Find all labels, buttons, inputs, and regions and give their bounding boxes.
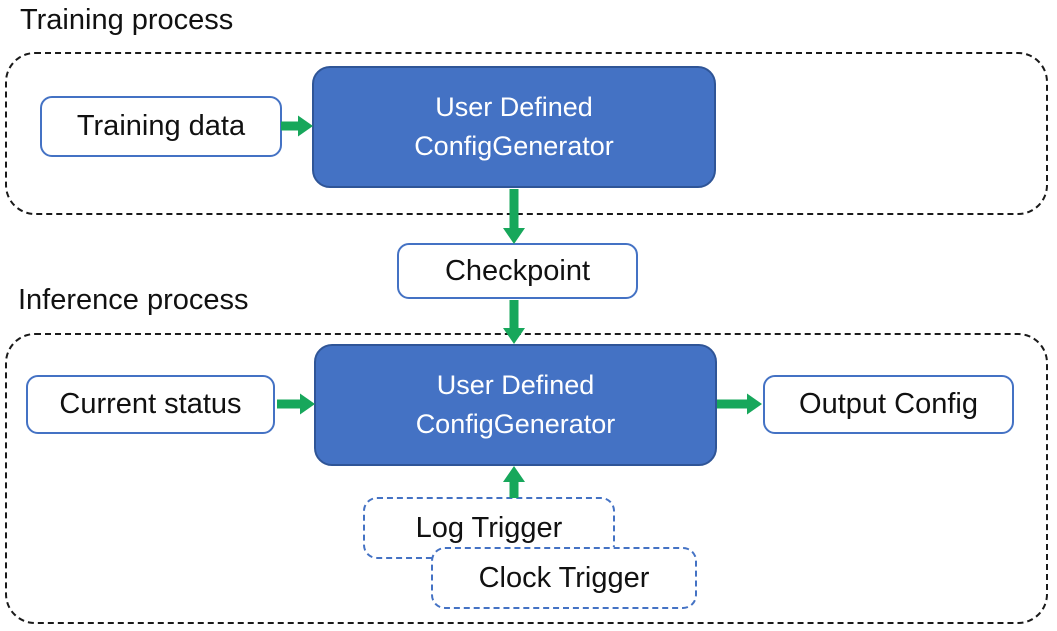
training-process-label: Training process (20, 4, 234, 36)
inference-process-label: Inference process (18, 284, 249, 316)
clock-trigger-box: Clock Trigger (431, 547, 697, 609)
inference-config-generator-line2: ConfigGenerator (415, 409, 616, 439)
training-config-generator-box: User Defined ConfigGenerator (312, 66, 716, 188)
inference-process-container (5, 333, 1048, 624)
current-status-box: Current status (26, 375, 275, 434)
inference-config-generator-line1: User Defined (436, 369, 595, 400)
training-process-container (5, 52, 1048, 215)
training-config-generator-line2: ConfigGenerator (414, 131, 614, 161)
inference-config-generator-box: User Defined ConfigGenerator (314, 344, 717, 466)
checkpoint-box: Checkpoint (397, 243, 638, 299)
training-config-generator-line1: User Defined (435, 91, 593, 122)
output-config-box: Output Config (763, 375, 1014, 434)
training-data-box: Training data (40, 96, 282, 157)
